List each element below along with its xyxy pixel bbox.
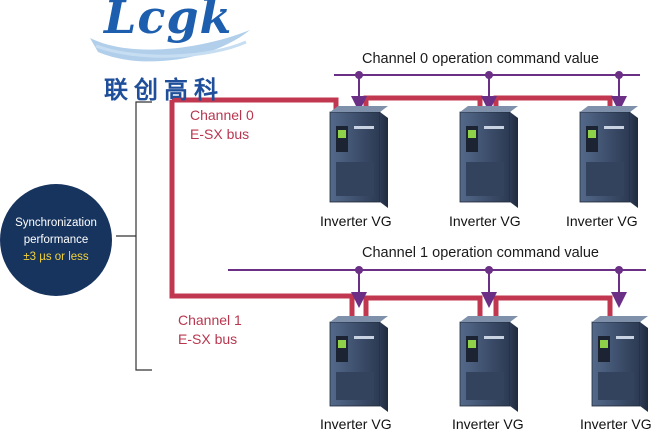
logo-brand: Lcgk	[104, 0, 233, 44]
channel-0-bus-title: Channel 0	[190, 107, 254, 123]
inverter-ch1-3-label: Inverter VG	[580, 416, 652, 432]
channel-1-command-nodes	[355, 266, 623, 274]
channel-0-bus-type: E-SX bus	[190, 126, 250, 142]
inverter-ch0-2-label: Inverter VG	[449, 213, 521, 229]
inverter-ch1-3	[591, 316, 648, 412]
channel-1-bus-label: Channel 1 E-SX bus	[178, 311, 242, 349]
inverter-ch1-1	[329, 316, 388, 412]
inverter-ch0-1-label: Inverter VG	[320, 213, 392, 229]
inverter-ch1-2-label: Inverter VG	[452, 416, 524, 432]
sync-bracket	[116, 101, 152, 371]
inverter-ch1-2	[459, 316, 518, 412]
inverter-ch0-3	[579, 106, 638, 208]
channel-0-command-label: Channel 0 operation command value	[362, 51, 599, 67]
sync-performance-badge: Synchronization performance ±3 µs or les…	[0, 184, 112, 296]
channel-0-bus-label: Channel 0 E-SX bus	[190, 106, 254, 144]
sync-badge-value: ±3 µs or less	[23, 250, 89, 263]
inverter-ch0-2	[459, 106, 518, 208]
channel-1-command-label: Channel 1 operation command value	[362, 245, 599, 261]
channel-1-bus-type: E-SX bus	[178, 331, 238, 347]
channel-1-command-line	[228, 269, 646, 308]
logo-chinese-name: 联创高科	[104, 75, 224, 104]
inverter-ch0-3-label: Inverter VG	[566, 213, 638, 229]
inverter-ch1-1-label: Inverter VG	[320, 416, 392, 432]
inverter-ch0-1	[329, 106, 388, 208]
channel-0-command-nodes	[355, 71, 623, 79]
logo-swoosh	[90, 30, 250, 62]
sync-badge-line2: performance	[23, 233, 89, 246]
channel-1-bus-title: Channel 1	[178, 312, 242, 328]
sync-badge-line1: Synchronization	[15, 216, 97, 229]
channel-1-bus-line	[169, 100, 613, 320]
